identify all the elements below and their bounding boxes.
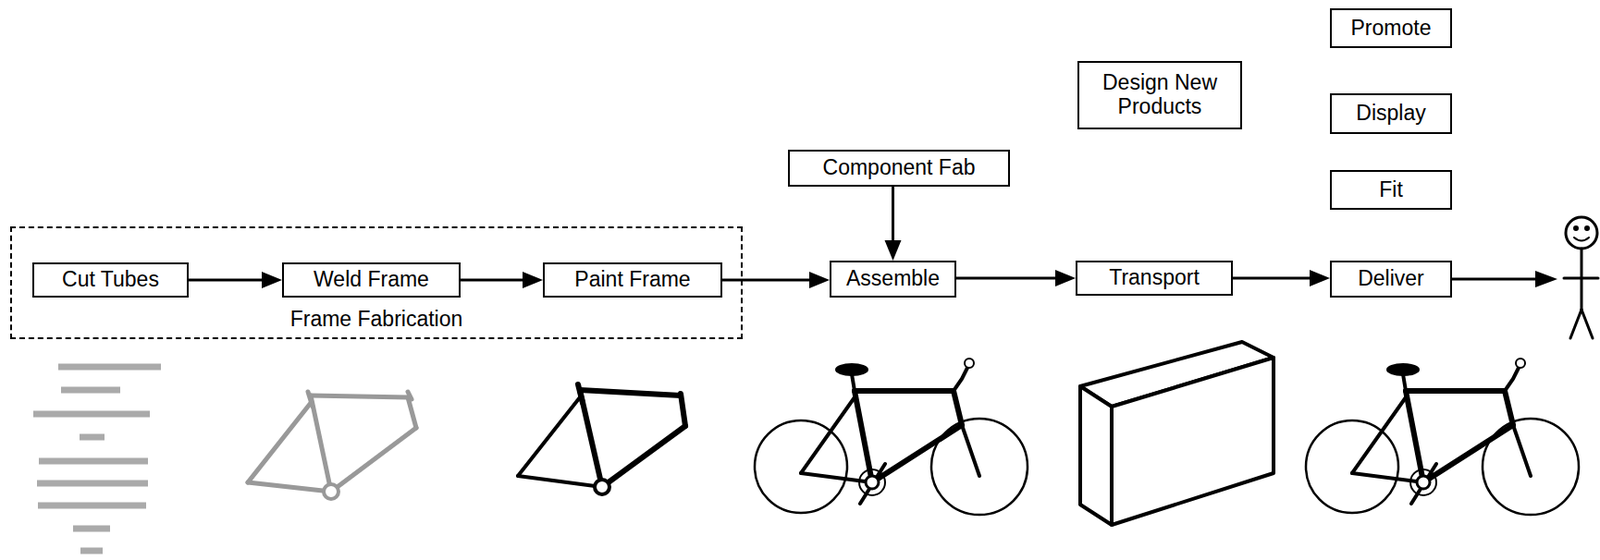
box-label: Component Fab bbox=[817, 156, 982, 181]
box-label: Assemble bbox=[840, 267, 946, 292]
bicycle bbox=[754, 358, 1028, 516]
flow-arrow bbox=[1232, 270, 1330, 287]
box-label: Paint Frame bbox=[568, 268, 696, 293]
bicycle bbox=[1305, 358, 1579, 516]
welded-frame bbox=[247, 392, 417, 500]
group-box: Frame Fabrication Cut Tubes Weld Frame Pain… bbox=[10, 226, 743, 340]
box-label: Promote bbox=[1345, 16, 1438, 41]
flow-arrow bbox=[722, 271, 830, 289]
process-box: Paint Frame bbox=[542, 262, 723, 298]
delivery-arrow bbox=[1452, 270, 1558, 288]
box-label: Design New Products bbox=[1079, 71, 1241, 120]
process-box: Deliver bbox=[1329, 260, 1453, 298]
process-box: Weld Frame bbox=[282, 262, 461, 298]
customer-figure bbox=[1563, 217, 1599, 339]
process-box: Assemble bbox=[829, 260, 957, 298]
flow-arrow bbox=[188, 271, 283, 289]
box-label: Transport bbox=[1103, 266, 1206, 291]
box-label: Deliver bbox=[1352, 267, 1430, 292]
process-box: Transport bbox=[1075, 260, 1233, 296]
process-box: Cut Tubes bbox=[32, 262, 189, 298]
flow-arrow bbox=[885, 186, 902, 261]
process-box: Promote bbox=[1329, 8, 1453, 49]
box-label: Fit bbox=[1373, 178, 1409, 203]
process-box: Component Fab bbox=[787, 149, 1010, 187]
process-box: Design New Products bbox=[1077, 61, 1243, 130]
shipping-box bbox=[1080, 342, 1274, 526]
process-box: Fit bbox=[1329, 170, 1453, 210]
box-label: Weld Frame bbox=[307, 268, 435, 293]
box-label: Display bbox=[1350, 101, 1431, 126]
box-label: Cut Tubes bbox=[56, 268, 165, 293]
painted-frame bbox=[517, 384, 686, 495]
process-box: Display bbox=[1329, 93, 1453, 135]
flow-arrow bbox=[460, 271, 543, 289]
tube-stock bbox=[33, 367, 161, 552]
group-label: Frame Fabrication bbox=[284, 307, 469, 333]
flow-arrow bbox=[956, 270, 1076, 287]
